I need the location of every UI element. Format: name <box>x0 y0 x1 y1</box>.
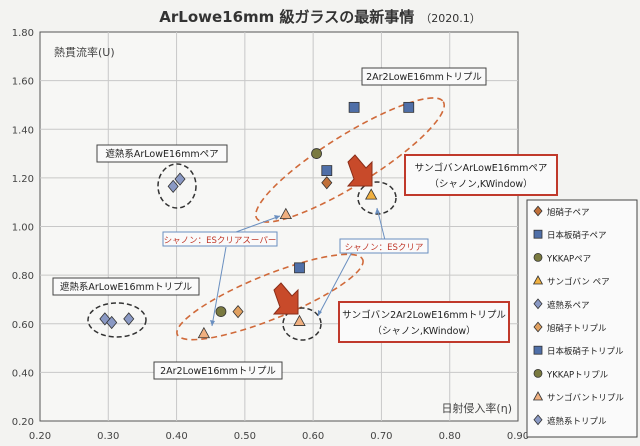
data-point <box>215 306 227 317</box>
data-point <box>321 176 333 190</box>
x-tick-label: 0.50 <box>234 431 256 442</box>
data-points <box>99 101 415 339</box>
pointer-arrows <box>210 207 386 327</box>
y-tick-label: 1.00 <box>12 223 34 234</box>
y-tick-label: 0.80 <box>12 271 34 282</box>
x-tick-label: 0.20 <box>29 431 51 442</box>
data-point <box>294 262 305 274</box>
legend-marker <box>533 205 543 217</box>
legend-box <box>526 199 638 438</box>
legend-marker <box>533 321 543 333</box>
annotation-box-triple-ar2: 2Ar2LowE16mmトリプル <box>361 67 487 86</box>
ellipse-sgb-pair <box>357 181 397 215</box>
x-tick-label: 0.40 <box>165 431 187 442</box>
data-point <box>123 312 135 326</box>
legend-label: サンゴバン ペア <box>547 277 610 288</box>
legend-label: YKKAPトリプル <box>546 370 609 380</box>
y-tick-label: 1.60 <box>12 77 34 88</box>
svg-text:サンゴバンArLowE16mmペア: サンゴバンArLowE16mmペア <box>415 162 548 174</box>
legend-marker <box>533 368 543 378</box>
ellipse-shanetsu-triple <box>87 302 147 338</box>
legend-marker <box>533 298 543 310</box>
y-tick-labels: 0.20 0.40 0.60 0.80 1.00 1.20 1.40 1.60 1.80 <box>12 28 34 428</box>
y-axis-label: 熱貫流率(U) <box>54 45 115 59</box>
annotation-box-shanetsu-pair: 遮熱系ArLowE16mmペア <box>96 144 228 163</box>
annotation-box-sgb-triple: サンゴバン2Ar2LowE16mmトリプル （シャノン,KWindow） <box>338 301 510 343</box>
ellipse-triple-group <box>176 253 364 341</box>
legend-label: 遮熱系トリプル <box>547 416 607 427</box>
y-tick-label: 0.20 <box>12 417 34 428</box>
data-point <box>321 165 333 176</box>
svg-text:サンゴバン2Ar2LowE16mmトリプル: サンゴバン2Ar2LowE16mmトリプル <box>342 309 506 321</box>
x-axis-label: 日射侵入率(η) <box>441 401 512 415</box>
arrow-sgb-pair <box>346 154 373 187</box>
data-point <box>197 326 211 339</box>
data-point <box>365 188 378 200</box>
data-point <box>403 101 415 113</box>
data-point <box>174 172 186 186</box>
y-tick-label: 0.60 <box>12 320 34 331</box>
legend-label: 遮熱系ペア <box>547 300 590 311</box>
x-tick-label: 0.30 <box>97 431 119 442</box>
data-point <box>279 207 293 219</box>
annotation-box-shannon-clear: シャノン：ESクリア <box>339 238 429 254</box>
data-point <box>311 148 322 159</box>
annotation-box-shanetsu-triple: 遮熱系ArLowE16mmトリプル <box>52 277 200 296</box>
data-point <box>106 315 118 330</box>
ellipse-sgb-triple <box>282 307 322 341</box>
legend-label: 日本板硝子トリプル <box>547 346 624 357</box>
arrow-sgb-triple <box>272 282 299 315</box>
svg-text:（シャノン,KWindow）: （シャノン,KWindow） <box>372 325 475 337</box>
data-point <box>167 179 179 194</box>
legend-marker <box>532 275 544 285</box>
legend-label: 旭硝子ペア <box>547 207 590 218</box>
legend-marker <box>533 229 543 239</box>
x-tick-label: 0.80 <box>439 431 461 442</box>
data-point <box>293 314 306 326</box>
svg-text:遮熱系ArLowE16mmペア: 遮熱系ArLowE16mmペア <box>105 148 218 160</box>
svg-text:遮熱系ArLowE16mmトリプル: 遮熱系ArLowE16mmトリプル <box>60 281 193 293</box>
legend-label: 日本板硝子ペア <box>547 230 607 241</box>
y-tick-label: 1.40 <box>12 125 34 136</box>
legend-marker <box>533 252 543 262</box>
annotation-box-sgb-pair: サンゴバンArLowE16mmペア （シャノン,KWindow） <box>404 154 558 196</box>
legend-marker <box>533 414 543 426</box>
y-tick-label: 0.40 <box>12 368 34 379</box>
highlight-arrows <box>272 154 373 315</box>
svg-text:2Ar2LowE16mmトリプル: 2Ar2LowE16mmトリプル <box>366 72 482 83</box>
legend-marker <box>532 391 544 401</box>
svg-text:シャノン：ESクリアスーパー: シャノン：ESクリアスーパー <box>164 236 277 246</box>
annotation-box-triple-ar2-bottom: 2Ar2LowE16mmトリプル <box>153 361 283 380</box>
x-tick-labels: 0.20 0.30 0.40 0.50 0.60 0.70 0.80 0.90 <box>29 431 529 442</box>
svg-text:シャノン：ESクリア: シャノン：ESクリア <box>345 243 424 253</box>
x-tick-label: 0.70 <box>370 431 392 442</box>
grid <box>40 32 518 421</box>
ellipse-shanetsu-pair <box>157 163 197 209</box>
legend-label: サンゴバントリプル <box>547 393 624 404</box>
data-point <box>348 101 360 113</box>
svg-text:2Ar2LowE16mmトリプル: 2Ar2LowE16mmトリプル <box>160 366 276 377</box>
chart-title: ArLowe16mm 級ガラスの最新事情（2020.1） <box>159 8 480 26</box>
annotation-box-shannon-super: シャノン：ESクリアスーパー <box>162 231 278 247</box>
x-tick-label: 0.90 <box>507 431 529 442</box>
data-point <box>232 304 244 319</box>
x-tick-label: 0.60 <box>302 431 324 442</box>
y-tick-label: 1.80 <box>12 28 34 39</box>
legend-marker <box>533 345 543 355</box>
y-tick-label: 1.20 <box>12 174 34 185</box>
svg-text:（シャノン,KWindow）: （シャノン,KWindow） <box>429 178 532 190</box>
legend-label: YKKAPペア <box>546 254 591 264</box>
legend-label: 旭硝子トリプル <box>547 323 607 334</box>
